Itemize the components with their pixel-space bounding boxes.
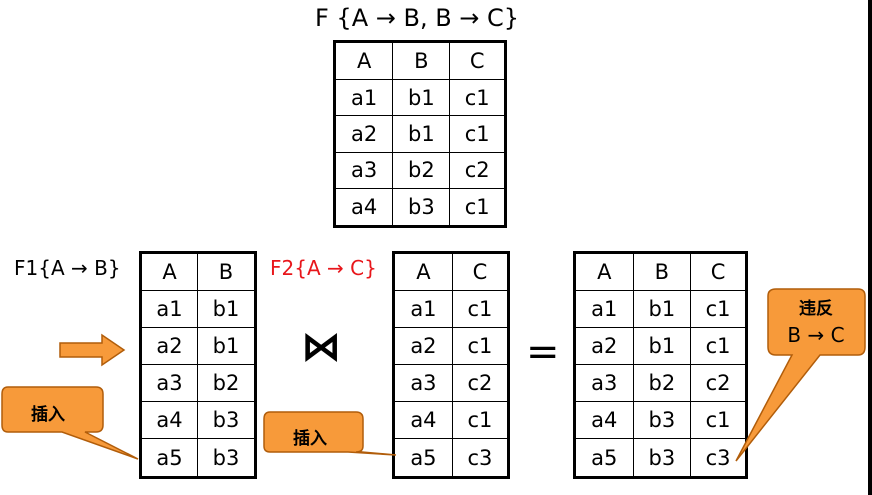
cell: c1 — [449, 115, 506, 153]
cell: a3 — [393, 364, 453, 403]
header-cell: C — [690, 251, 747, 292]
cell: a2 — [393, 327, 453, 366]
table-row: a1 c1 — [393, 290, 510, 329]
cell: a4 — [139, 401, 199, 440]
table-row: a4 b3 — [139, 401, 256, 440]
cell: c1 — [451, 327, 510, 366]
table-row: a2 b1 c1 — [333, 115, 506, 153]
cell: c1 — [451, 290, 510, 329]
cell: c1 — [449, 188, 506, 227]
callout-violation-shape — [735, 288, 866, 462]
table-row: a2 b1 c1 — [574, 327, 747, 366]
cell: b3 — [632, 401, 692, 440]
relation-f1-label: F1{A → B} — [14, 256, 121, 280]
callout-violation-line2: B → C — [787, 323, 845, 347]
cell: c1 — [690, 327, 747, 366]
cell: c2 — [449, 151, 506, 190]
callout-insert-left-shape — [1, 386, 139, 460]
table-row: a4 c1 — [393, 401, 510, 440]
cell: a1 — [333, 78, 394, 117]
cell: a4 — [333, 188, 394, 227]
table-row: a4 b3 c1 — [333, 188, 506, 227]
header-cell: C — [451, 251, 510, 292]
table-f: A B C a1 b1 c1 a2 b1 c1 a3 b2 c2 a4 b3 c… — [333, 40, 507, 228]
callout-violation-line1: 违反 — [799, 299, 833, 319]
table-header-row: A B — [139, 251, 256, 292]
table-row: a1 b1 c1 — [574, 290, 747, 329]
table-header-row: A B C — [333, 41, 506, 80]
cell: b1 — [632, 327, 692, 366]
header-cell: B — [632, 251, 692, 292]
cell: b3 — [632, 438, 692, 478]
cell: b1 — [197, 327, 256, 366]
callout-insert-left-text: 插入 — [31, 405, 65, 425]
table-row: a5 c3 — [393, 438, 510, 478]
table-row: a5 b3 c3 — [574, 438, 747, 478]
relation-f2-label: F2{A → C} — [270, 256, 377, 280]
cell: a3 — [139, 364, 199, 403]
table-row: a2 c1 — [393, 327, 510, 366]
relation-f-title: F {A → B, B → C} — [315, 4, 520, 32]
equals-operator: = — [526, 329, 560, 375]
table-header-row: A C — [393, 251, 510, 292]
table-row: a1 b1 c1 — [333, 78, 506, 117]
header-cell: B — [392, 41, 451, 80]
cell: a5 — [393, 438, 453, 478]
cell: c2 — [690, 364, 747, 403]
arrow-right-icon — [59, 333, 126, 367]
cell: a2 — [574, 327, 634, 366]
cell: a3 — [574, 364, 634, 403]
table-row: a1 b1 — [139, 290, 256, 329]
cell: c1 — [690, 401, 747, 440]
cell: c2 — [451, 364, 510, 403]
cell: b2 — [632, 364, 692, 403]
cell: b3 — [197, 438, 256, 478]
table-result: A B C a1 b1 c1 a2 b1 c1 a3 b2 c2 a4 b3 c… — [573, 251, 748, 479]
table-header-row: A B C — [574, 251, 747, 292]
cell: c1 — [690, 290, 747, 329]
cell: a2 — [333, 115, 394, 153]
header-cell: B — [197, 251, 256, 292]
cell: a2 — [139, 327, 199, 366]
cell: a5 — [139, 438, 199, 478]
cell: a1 — [574, 290, 634, 329]
header-cell: A — [574, 251, 634, 292]
slide-edge-divider — [868, 0, 872, 495]
table-row: a3 b2 c2 — [574, 364, 747, 403]
cell: a1 — [139, 290, 199, 329]
cell: b1 — [392, 78, 451, 117]
cell: b1 — [632, 290, 692, 329]
header-cell: C — [449, 41, 506, 80]
cell: b2 — [197, 364, 256, 403]
cell: b2 — [392, 151, 451, 190]
cell: b1 — [392, 115, 451, 153]
header-cell: A — [333, 41, 394, 80]
table-row: a5 b3 — [139, 438, 256, 478]
cell: a4 — [393, 401, 453, 440]
table-row: a2 b1 — [139, 327, 256, 366]
cell: c1 — [449, 78, 506, 117]
cell: a1 — [393, 290, 453, 329]
table-row: a3 c2 — [393, 364, 510, 403]
callout-insert-right-shape — [263, 411, 397, 456]
table-row: a3 b2 — [139, 364, 256, 403]
cell: c3 — [451, 438, 510, 478]
table-row: a3 b2 c2 — [333, 151, 506, 190]
natural-join-operator: ⋈ — [301, 324, 341, 370]
cell: a3 — [333, 151, 394, 190]
cell: b1 — [197, 290, 256, 329]
table-row: a4 b3 c1 — [574, 401, 747, 440]
cell: a5 — [574, 438, 634, 478]
callout-insert-right-text: 插入 — [293, 429, 327, 449]
cell: b3 — [197, 401, 256, 440]
cell: c1 — [451, 401, 510, 440]
header-cell: A — [139, 251, 199, 292]
cell: a4 — [574, 401, 634, 440]
table-f1: A B a1 b1 a2 b1 a3 b2 a4 b3 a5 b3 — [139, 251, 257, 479]
header-cell: A — [393, 251, 453, 292]
cell: b3 — [392, 188, 451, 227]
table-f2: A C a1 c1 a2 c1 a3 c2 a4 c1 a5 c3 — [392, 251, 510, 479]
callout-violation-text: 违反 B → C — [770, 296, 862, 348]
